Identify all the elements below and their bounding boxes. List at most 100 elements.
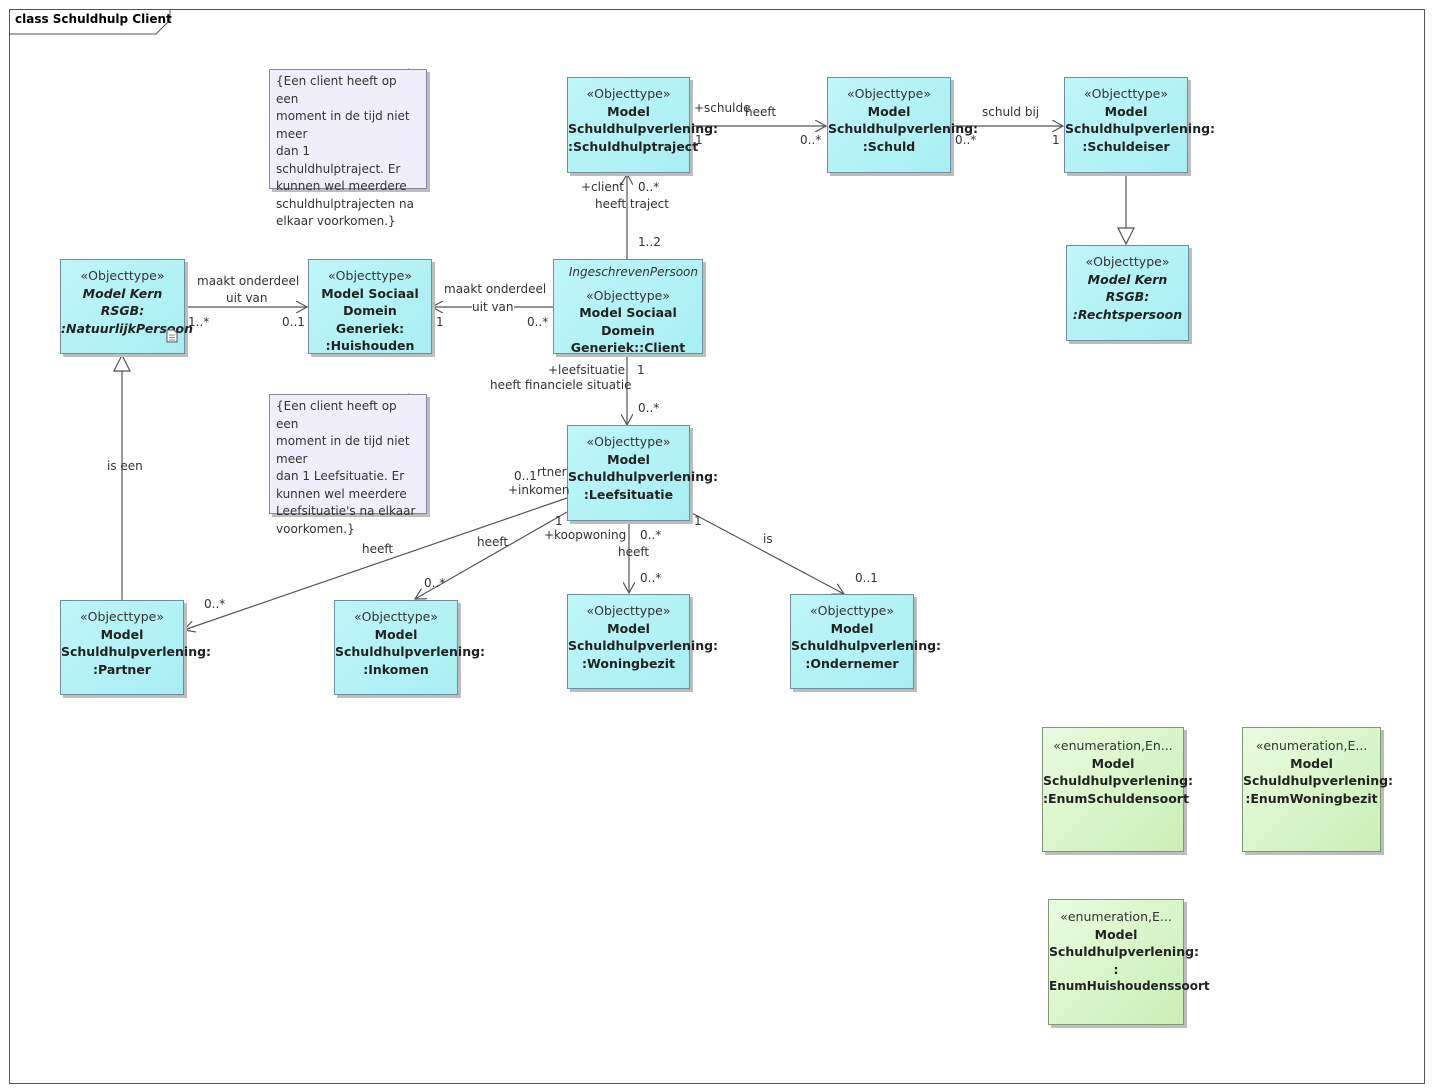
class-schuld[interactable]: «Objecttype» Model Schuldhulpverlening: …	[827, 77, 979, 173]
class-name-line: :Woningbezit	[582, 655, 675, 671]
role-label: rtner	[537, 465, 567, 479]
multiplicity: 0..1	[855, 571, 878, 585]
class-name-line: Schuldhulpverlening:	[568, 469, 719, 484]
class-partner[interactable]: «Objecttype» Model Schuldhulpverlening: …	[60, 600, 212, 695]
role-label: +leefsituatie	[548, 363, 626, 377]
enum-name-line: Model	[1290, 755, 1333, 771]
stereotype: «Objecttype»	[586, 287, 670, 303]
role-label: +schulde	[694, 101, 751, 115]
multiplicity: 1	[555, 514, 563, 528]
class-ondernemer[interactable]: «Objecttype» Model Schuldhulpverlening: …	[790, 594, 942, 689]
note-line: schuldhulptrajecten na	[276, 196, 414, 211]
class-natuurlijkpersoon[interactable]: «Objecttype» Model Kern RSGB: :Natuurlij…	[60, 259, 193, 354]
multiplicity: 0..1	[514, 469, 537, 483]
enum-name-line: Schuldhulpverlening:	[1243, 773, 1394, 788]
class-rechtspersoon[interactable]: «Objecttype» Model Kern RSGB: :Rechtsper…	[1066, 245, 1189, 341]
role-label: +koopwoning	[544, 528, 627, 542]
parent-class: IngeschrevenPersoon	[568, 265, 698, 279]
class-name-line: :Schuldhulptraject	[568, 138, 699, 154]
class-schuldhulptraject[interactable]: «Objecttype» Model Schuldhulpverlening: …	[567, 77, 718, 173]
role-label: +client	[581, 180, 625, 194]
class-name-line: Model	[867, 103, 911, 119]
association-name: heeft traject	[595, 197, 669, 211]
note-line: dan 1 schuldhulptraject. Er	[276, 144, 401, 176]
association-name: maakt onderdeel	[444, 282, 547, 296]
class-name-line: Schuldhulpverlening:	[568, 638, 719, 653]
stereotype: «Objecttype»	[1085, 254, 1170, 269]
class-name-line: Schuldhulpverlening:	[828, 121, 979, 136]
multiplicity: 1..2	[638, 235, 661, 249]
multiplicity: 1	[694, 514, 702, 528]
note-line: dan 1 Leefsituatie. Er	[276, 469, 405, 483]
association-name: is	[763, 532, 773, 546]
class-inkomen[interactable]: «Objecttype» Model Schuldhulpverlening: …	[334, 600, 486, 695]
stereotype: «Objecttype»	[328, 268, 412, 283]
class-name-line: Model Sociaal Domein	[579, 305, 677, 338]
multiplicity: 0..*	[640, 528, 662, 542]
stereotype: «Objecttype»	[354, 609, 438, 624]
class-name-line: Model	[374, 626, 418, 642]
multiplicity: 1	[637, 363, 645, 377]
stereotype: «enumeration,E...	[1255, 738, 1368, 753]
stereotype: «Objecttype»	[1084, 86, 1168, 101]
class-name-line: :Partner	[93, 661, 151, 677]
association-name: heeft financiele situatie	[490, 378, 632, 392]
association-name: heeft	[477, 535, 509, 549]
class-name-line: Model	[100, 626, 144, 642]
stereotype: «Objecttype»	[586, 86, 671, 101]
note-line: Leefsituatie's na elkaar	[276, 504, 416, 518]
class-woningbezit[interactable]: «Objecttype» Model Schuldhulpverlening: …	[567, 594, 719, 689]
class-huishouden[interactable]: «Objecttype» Model Sociaal Domein Generi…	[308, 259, 432, 354]
class-name-line: Model Kern RSGB:	[1087, 271, 1168, 305]
note-line: {Een client heeft op een	[276, 399, 397, 431]
role-label: +inkomen	[508, 483, 570, 497]
enum-name-line: Schuldhulpverlening:	[1043, 773, 1194, 788]
assoc-leef-ondernemer	[689, 511, 844, 594]
enum-name-line: Model	[1091, 755, 1135, 771]
class-name-line: Schuldhulpverlening:	[61, 644, 212, 659]
assoc-leef-inkomen	[415, 511, 568, 599]
multiplicity: 0..*	[800, 133, 822, 147]
multiplicity: 1	[1052, 133, 1060, 147]
multiplicity: 1..*	[188, 315, 210, 329]
multiplicity: 0..*	[204, 597, 226, 611]
note-leefsituatie: {Een client heeft op een moment in de ti…	[269, 394, 427, 536]
class-name-line: Schuldhulpverlening:	[1065, 121, 1216, 136]
stereotype: «enumeration,E...	[1060, 909, 1172, 924]
class-schuldeiser[interactable]: «Objecttype» Model Schuldhulpverlening: …	[1064, 77, 1216, 173]
note-schuldhulptraject: {Een client heeft op een moment in de ti…	[269, 69, 427, 228]
enum-name-line: :EnumWoningbezit	[1245, 790, 1378, 806]
class-name-line: Schuldhulpverlening:	[335, 644, 486, 659]
frame-title-tab	[9, 9, 171, 35]
enum-huishoudenssoort[interactable]: «enumeration,E... Model Schuldhulpverlen…	[1048, 899, 1210, 1025]
multiplicity: 0..*	[955, 133, 977, 147]
enum-name-line: Schuldhulpverlening:	[1049, 944, 1200, 959]
class-name-line: :Huishouden	[325, 338, 415, 353]
class-name-line: Schuldhulpverlening:	[791, 638, 942, 653]
class-leefsituatie[interactable]: «Objecttype» Model Schuldhulpverlening: …	[567, 425, 719, 521]
multiplicity: 1	[436, 315, 444, 329]
class-name-line: Generiek::Client	[570, 340, 686, 355]
enum-schuldensoort[interactable]: «enumeration,En... Model Schuldhulpverle…	[1042, 727, 1194, 852]
class-name-line: :Schuldeiser	[1082, 138, 1170, 154]
multiplicity: 0..*	[640, 571, 662, 585]
multiplicity: 0..*	[638, 180, 660, 194]
class-name-line: :Rechtspersoon	[1072, 306, 1183, 322]
multiplicity: 0..*	[424, 576, 446, 590]
association-name: heeft	[745, 105, 777, 119]
association-name: is een	[107, 459, 143, 473]
assoc-leef-partner	[184, 497, 568, 630]
association-name: uit van	[472, 300, 514, 314]
class-client[interactable]: IngeschrevenPersoon «Objecttype» Model S…	[553, 259, 703, 355]
class-name-line: Model	[607, 103, 650, 119]
association-name: heeft	[618, 545, 650, 559]
class-name-line: :NatuurlijkPersoon	[61, 320, 193, 336]
class-name-line: Model	[607, 620, 650, 636]
association-name: uit van	[226, 291, 268, 305]
stereotype: «Objecttype»	[80, 268, 165, 283]
class-name-line: Model Sociaal	[321, 285, 419, 301]
multiplicity: 0..*	[527, 315, 549, 329]
stereotype: «Objecttype»	[80, 609, 164, 624]
diagram-frame	[9, 9, 1425, 1084]
enum-woningbezit[interactable]: «enumeration,E... Model Schuldhulpverlen…	[1242, 727, 1394, 852]
